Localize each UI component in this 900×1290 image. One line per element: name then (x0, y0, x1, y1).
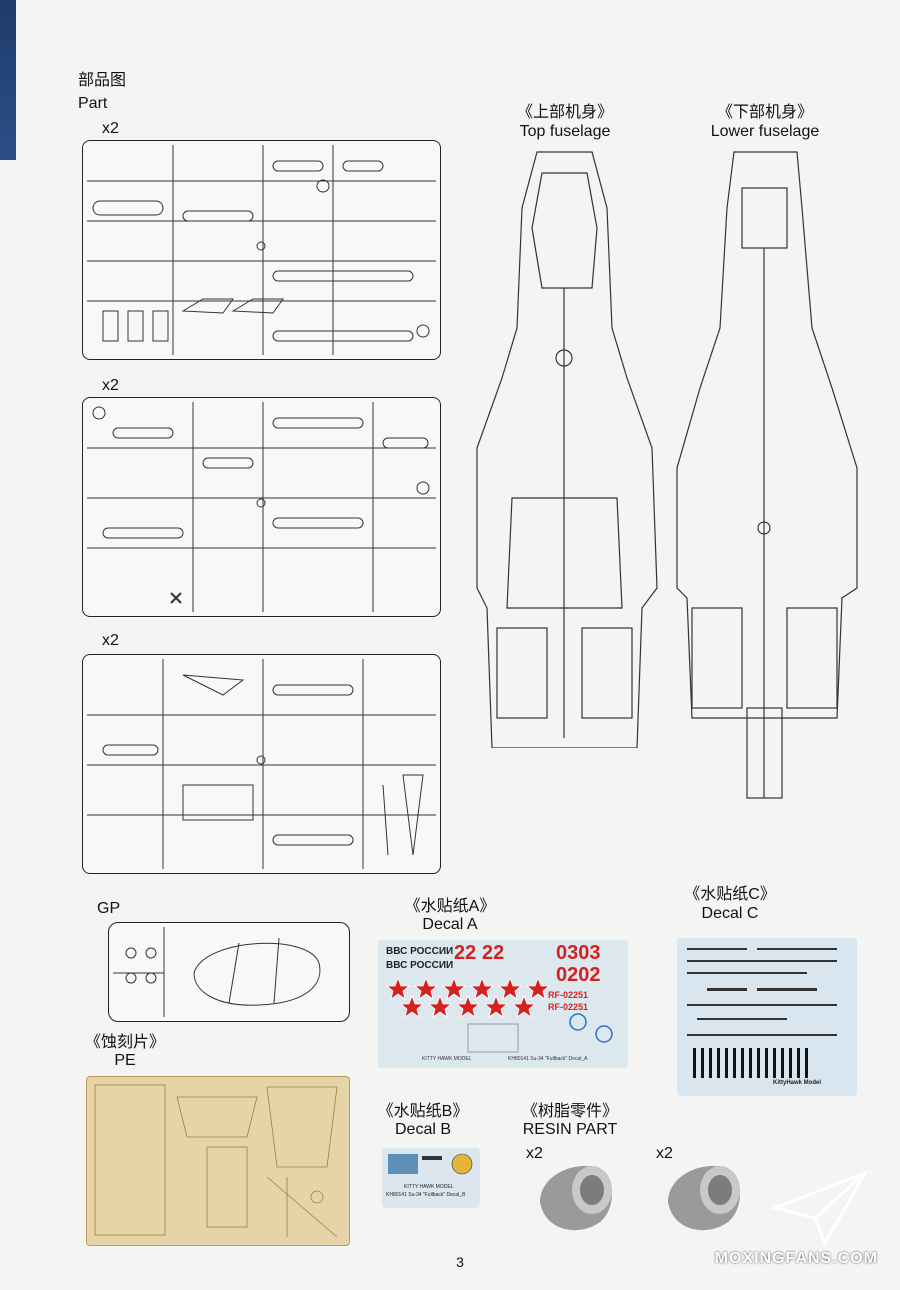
decal-a-title-en: Decal A (422, 916, 478, 933)
decal-a-reg-2: RF-02251 (548, 1002, 589, 1012)
decal-a-number-4: 0202 (556, 964, 601, 986)
sprue-2 (82, 397, 441, 617)
resin-qty-1: x2 (526, 1145, 543, 1162)
pe-title-cn: 《蚀刻片》 (84, 1034, 165, 1051)
sprue-3-qty: x2 (102, 632, 119, 649)
top-fuselage-drawing (476, 151, 658, 748)
decal-c-title-cn: 《水贴纸C》 (684, 886, 776, 903)
decal-a-text-2: ВВС РОССИИ (386, 960, 454, 971)
sprue-2-qty: x2 (102, 377, 119, 394)
decal-b-footer-2: KH80141 Su-34 "Fullback" Decal_B (386, 1192, 466, 1198)
decal-a-reg-1: RF-02251 (548, 990, 589, 1000)
decal-b-title-cn: 《水贴纸B》 (377, 1103, 469, 1120)
decal-c-title-en: Decal C (701, 905, 759, 922)
decal-c-stencils (687, 948, 837, 1078)
top-fuselage-title-en: Top fuselage (519, 123, 611, 140)
decal-a-footer-left: KITTY HAWK MODEL (422, 1056, 472, 1062)
decal-a-title-cn: 《水贴纸A》 (404, 898, 496, 915)
decal-a-sheet: ВВС РОССИИ ВВС РОССИИ 22 22 0303 0202 RF… (378, 940, 628, 1068)
lower-fuselage-title-en: Lower fuselage (710, 123, 820, 140)
part-title-cn: 部品图 (78, 72, 127, 89)
decal-b-sheet: KITTY HAWK MODEL KH80141 Su-34 "Fullback… (382, 1148, 480, 1208)
pe-title-en: PE (114, 1052, 136, 1069)
paper-plane-icon (770, 1170, 869, 1247)
top-fuselage-title-cn: 《上部机身》 (516, 104, 613, 121)
gp-label: GP (97, 900, 121, 917)
sprue-3 (82, 654, 441, 874)
decal-a-footer-right: KH80141 Su-34 "Fullback" Decal_A (508, 1056, 588, 1062)
resin-exhaust-nozzle-2 (668, 1166, 740, 1231)
sprue-1-qty: x2 (102, 120, 119, 137)
decal-a-number-3: 0303 (556, 942, 601, 964)
resin-exhaust-nozzle-1 (540, 1166, 612, 1231)
decal-a-number-2: 22 (482, 942, 505, 964)
decal-a-text-1: ВВС РОССИИ (386, 946, 454, 957)
decal-b-title-en: Decal B (394, 1121, 452, 1138)
decal-b-footer-1: KITTY HAWK MODEL (404, 1184, 454, 1190)
resin-title-cn: 《树脂零件》 (521, 1103, 618, 1120)
lower-fuselage-drawing (676, 151, 858, 799)
decal-b-items (388, 1153, 473, 1175)
decal-c-sheet: KittyHawk Model (677, 938, 857, 1096)
lower-fuselage-title-cn: 《下部机身》 (716, 104, 813, 121)
decal-a-stars (385, 976, 613, 1053)
pe-fret (86, 1076, 350, 1246)
cover-edge-strip (0, 0, 16, 1290)
resin-qty-2: x2 (656, 1145, 673, 1162)
part-title-en: Part (78, 95, 108, 112)
watermark: MOXINGFANS.COM (714, 1250, 878, 1267)
pe-fret-parts (94, 1084, 338, 1238)
gp-clear-sprue (108, 922, 350, 1022)
page-number: 3 (456, 1254, 464, 1270)
decal-c-footer: KittyHawk Model (773, 1080, 822, 1086)
sprue-1 (82, 140, 441, 360)
resin-title-en: RESIN PART (522, 1121, 618, 1138)
decal-a-number-1: 22 (454, 942, 477, 964)
